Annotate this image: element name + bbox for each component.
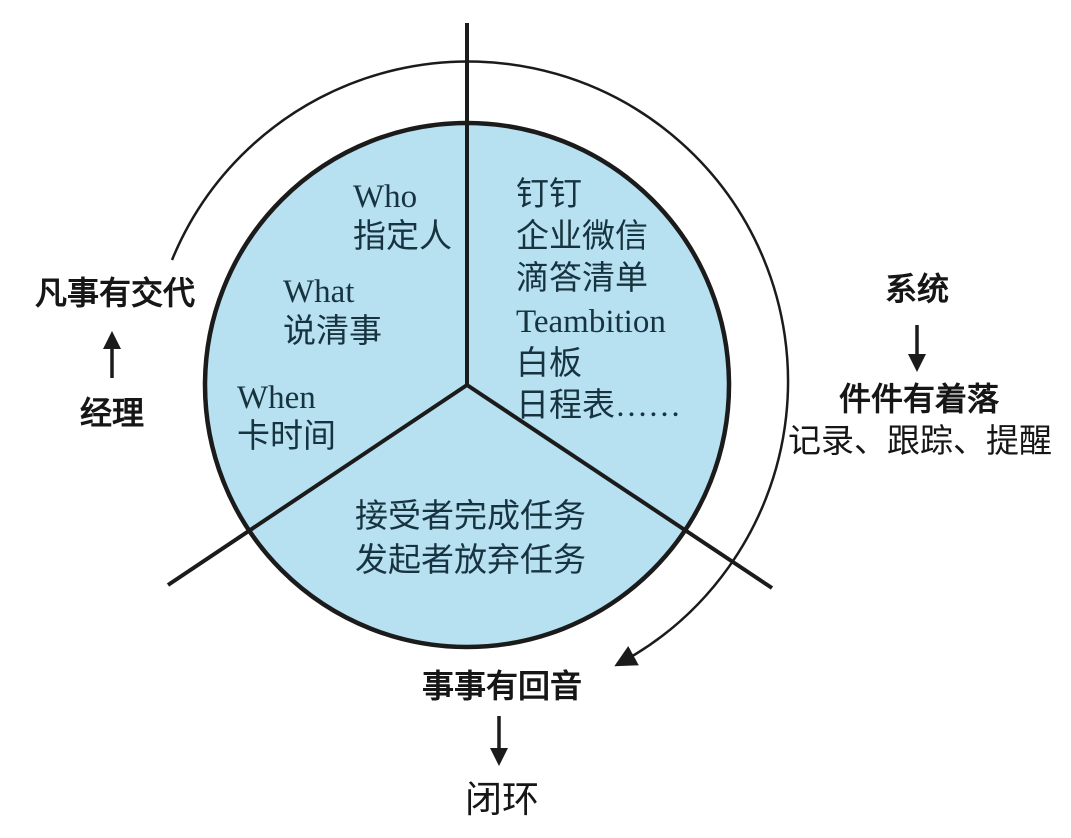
text-tool-calendar: 日程表…… [516,387,681,424]
text-what-desc: 说清事 [283,313,382,350]
text-task-complete: 接受者完成任务 [355,498,586,535]
text-who: Who [353,179,417,215]
label-manager: 经理 [80,395,144,431]
text-when-deadline: 卡时间 [237,418,336,455]
text-who-assignee: 指定人 [353,218,452,255]
divider-lower-right [465,383,774,590]
label-everything-assigned: 凡事有交代 [35,275,195,311]
closed-loop-down-arrow-icon [490,716,508,766]
label-everything-answered: 事事有回音 [422,668,582,704]
text-tool-teambition: Teambition [516,304,666,340]
system-down-arrow-icon [908,325,926,372]
text-when: When [237,380,316,416]
divider-lower-left [166,383,469,587]
label-closed-loop: 闭环 [465,780,539,821]
label-record-track-remind: 记录、跟踪、提醒 [788,423,1052,460]
text-tool-dida: 滴答清单 [516,260,648,297]
label-system: 系统 [885,271,949,307]
text-tool-dingtalk: 钉钉 [516,176,582,213]
text-tool-wecom: 企业微信 [516,218,648,255]
text-task-abandon: 发起者放弃任务 [355,542,586,579]
text-tool-whiteboard: 白板 [516,345,582,382]
text-what: What [283,274,354,310]
manager-up-arrow-icon [103,331,121,378]
label-everything-tracked: 件件有着落 [839,381,1000,417]
cycle-arc-arrow-icon [170,60,790,667]
